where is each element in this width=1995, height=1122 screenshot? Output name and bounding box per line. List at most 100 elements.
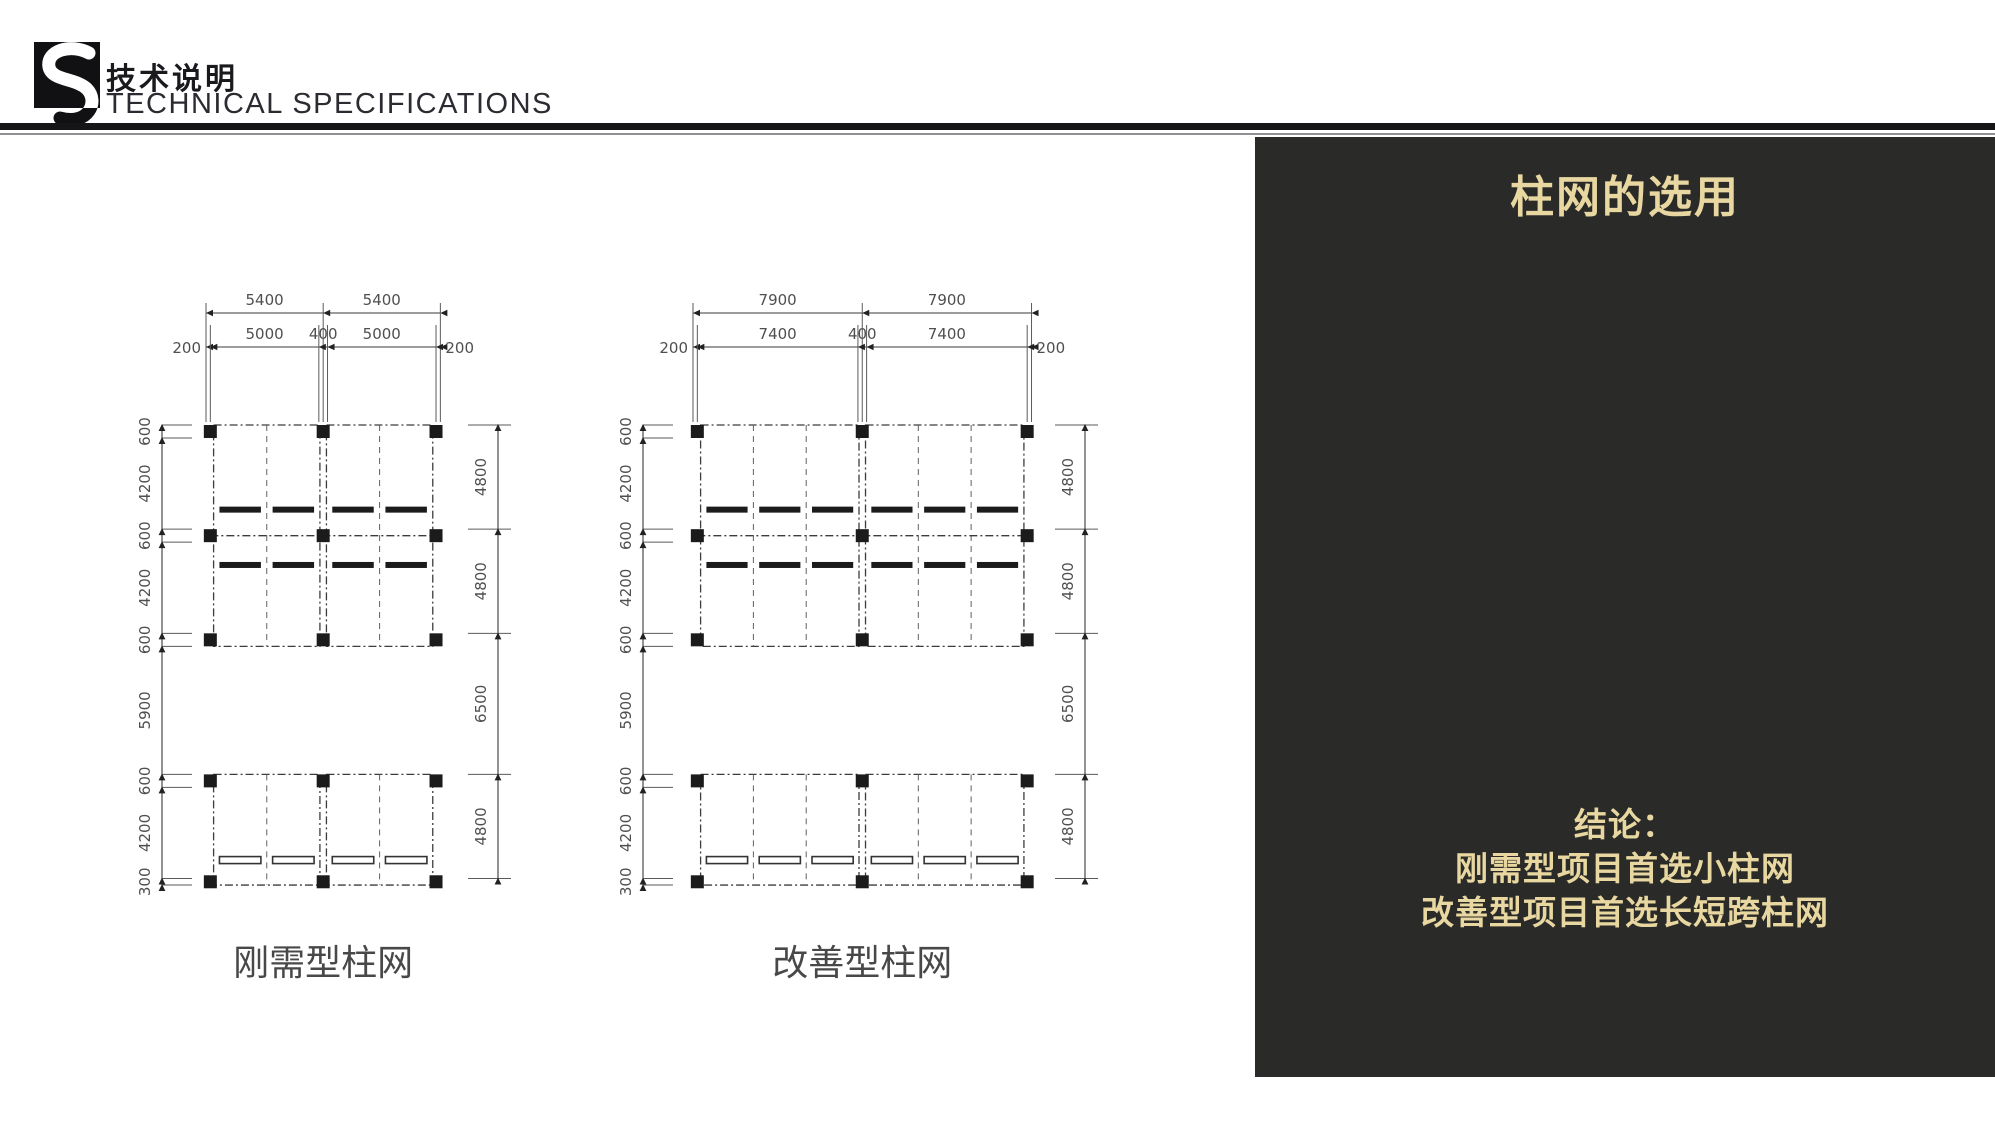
hollow-bar: [976, 855, 1019, 865]
svg-text:4200: 4200: [617, 814, 635, 852]
svg-text:5000: 5000: [245, 325, 283, 343]
shear-wall-bar: [332, 561, 374, 568]
hollow-bar: [705, 855, 749, 865]
column: [429, 529, 443, 543]
svg-text:400: 400: [848, 325, 877, 343]
svg-text:200: 200: [445, 339, 474, 357]
column: [1020, 425, 1034, 439]
column: [429, 774, 443, 788]
column: [690, 774, 704, 788]
svg-text:600: 600: [136, 767, 154, 796]
svg-text:300: 300: [617, 867, 635, 896]
column: [203, 633, 217, 647]
svg-text:4800: 4800: [472, 458, 490, 496]
conclusion-block: 结论： 刚需型项目首选小柱网 改善型项目首选长短跨柱网: [1255, 803, 1995, 936]
svg-text:4200: 4200: [617, 464, 635, 502]
svg-text:5900: 5900: [136, 691, 154, 729]
shear-wall-bar: [976, 561, 1019, 568]
hollow-bar: [923, 855, 967, 865]
hollow-bar: [218, 855, 262, 865]
header-title-zh: 技术说明: [106, 63, 238, 96]
svg-text:4800: 4800: [1059, 807, 1077, 845]
svg-text:5900: 5900: [617, 691, 635, 729]
svg-text:600: 600: [617, 626, 635, 655]
hollow-bar: [384, 855, 428, 865]
conclusion-line-3: 改善型项目首选长短跨柱网: [1421, 894, 1829, 932]
shear-wall-bar: [272, 506, 315, 513]
column: [203, 875, 217, 889]
hollow-bar: [758, 855, 802, 865]
shear-wall-bar: [759, 506, 801, 513]
right-dimensions: 4800 4800 6500 4800: [468, 424, 511, 885]
svg-text:600: 600: [136, 417, 154, 446]
shear-wall-bar: [924, 506, 966, 513]
svg-text:200: 200: [1037, 339, 1066, 357]
column: [1020, 875, 1034, 889]
svg-text:600: 600: [617, 521, 635, 550]
shear-wall-bar: [759, 561, 801, 568]
conclusion-line-1: 结论：: [1574, 806, 1676, 843]
column: [855, 425, 869, 439]
svg-text:7400: 7400: [928, 325, 966, 343]
column: [855, 875, 869, 889]
column: [316, 633, 330, 647]
svg-text:600: 600: [136, 626, 154, 655]
svg-text:4200: 4200: [136, 814, 154, 852]
svg-text:7900: 7900: [928, 291, 966, 309]
hollow-bar: [811, 855, 854, 865]
hollow-bar: [331, 855, 375, 865]
svg-text:5400: 5400: [245, 291, 283, 309]
svg-text:4800: 4800: [1059, 562, 1077, 600]
shear-wall-bar: [706, 561, 748, 568]
svg-text:7900: 7900: [759, 291, 797, 309]
panel-title: 柱网的选用: [1510, 173, 1740, 222]
column: [690, 633, 704, 647]
shear-wall-bar: [812, 561, 854, 568]
side-panel: 柱网的选用 结论： 刚需型项目首选小柱网 改善型项目首选长短跨柱网: [1255, 137, 1995, 1077]
svg-text:4200: 4200: [136, 464, 154, 502]
shear-wall-bar: [272, 561, 315, 568]
shear-wall-bar: [924, 561, 966, 568]
column: [429, 633, 443, 647]
column: [1020, 774, 1034, 788]
shear-wall-bar: [219, 506, 261, 513]
column: [690, 529, 704, 543]
svg-text:5000: 5000: [363, 325, 401, 343]
column: [690, 875, 704, 889]
svg-text:200: 200: [659, 339, 688, 357]
column: [1020, 529, 1034, 543]
column: [855, 633, 869, 647]
shear-wall-bar: [385, 506, 427, 513]
column: [690, 425, 704, 439]
svg-text:4200: 4200: [136, 569, 154, 607]
svg-text:4800: 4800: [472, 807, 490, 845]
svg-text:4800: 4800: [472, 562, 490, 600]
svg-text:6500: 6500: [472, 685, 490, 723]
shear-wall-bar: [871, 561, 913, 568]
column: [429, 425, 443, 439]
hollow-bar: [870, 855, 914, 865]
column: [203, 425, 217, 439]
column: [203, 529, 217, 543]
svg-text:600: 600: [617, 767, 635, 796]
svg-text:4800: 4800: [1059, 458, 1077, 496]
diagram-caption: 改善型柱网: [772, 942, 952, 983]
conclusion-line-2: 刚需型项目首选小柱网: [1455, 850, 1795, 888]
column: [1020, 633, 1034, 647]
svg-text:600: 600: [617, 417, 635, 446]
shear-wall-bar: [976, 506, 1019, 513]
diagram-caption: 刚需型柱网: [233, 942, 413, 983]
column: [316, 529, 330, 543]
svg-text:200: 200: [172, 339, 201, 357]
logo-icon: [34, 42, 100, 126]
header-rule-thick: [0, 123, 1995, 130]
shear-wall-bar: [219, 561, 261, 568]
